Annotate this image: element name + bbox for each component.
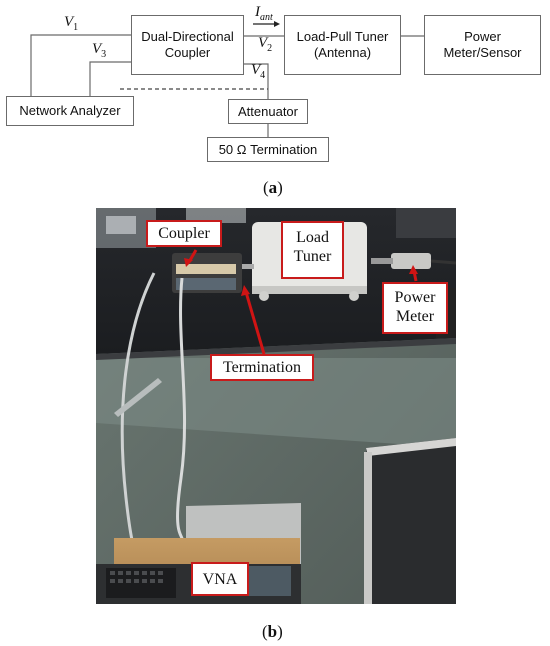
termination-callout: Termination <box>210 354 314 381</box>
v4-line <box>244 63 269 99</box>
caption-a-text: (a) <box>263 178 283 197</box>
termination-arrow <box>244 291 266 355</box>
v1-label: V1 <box>64 14 79 33</box>
setup-photo: Coupler Load Tuner Power Meter Terminati… <box>96 208 456 604</box>
v4-label: V4 <box>251 62 266 81</box>
block-diagram: Dual-Directional Coupler Load-Pull Tuner… <box>0 0 550 170</box>
power-meter-block-label: Power Meter/Sensor <box>443 29 522 60</box>
caption-b-text: (b) <box>262 622 283 641</box>
network-analyzer-label: Network Analyzer <box>19 103 121 118</box>
attenuator-label: Attenuator <box>238 103 298 119</box>
cable-right <box>176 277 187 554</box>
v3-label: V3 <box>92 41 107 60</box>
coupler-callout: Coupler <box>146 220 222 247</box>
termination-label: 50 Ω Termination <box>218 141 318 157</box>
current-arrowhead <box>274 21 280 27</box>
network-analyzer-block: Network Analyzer <box>6 96 134 126</box>
power-meter-device <box>391 253 431 269</box>
diagram-connections <box>30 21 424 137</box>
tuner-block: Load-Pull Tuner (Antenna) <box>284 15 401 75</box>
vna-callout: VNA <box>191 562 249 596</box>
v2-label: V2 <box>258 35 273 54</box>
attenuator-block: Attenuator <box>228 99 308 124</box>
iant-label: Iant <box>255 4 273 23</box>
power-meter-callout: Power Meter <box>382 282 448 334</box>
v1-line <box>30 34 131 96</box>
tuner-block-label: Load-Pull Tuner (Antenna) <box>296 29 389 60</box>
v3-line <box>89 61 131 96</box>
coupler-block-label: Dual-Directional Coupler <box>141 29 234 60</box>
cabinet <box>366 438 456 604</box>
photo-scene <box>96 208 456 604</box>
load-tuner-callout: Load Tuner <box>281 221 344 279</box>
power-meter-block: Power Meter/Sensor <box>424 15 541 75</box>
termination-block: 50 Ω Termination <box>207 137 329 162</box>
coupler-block: Dual-Directional Coupler <box>131 15 244 75</box>
